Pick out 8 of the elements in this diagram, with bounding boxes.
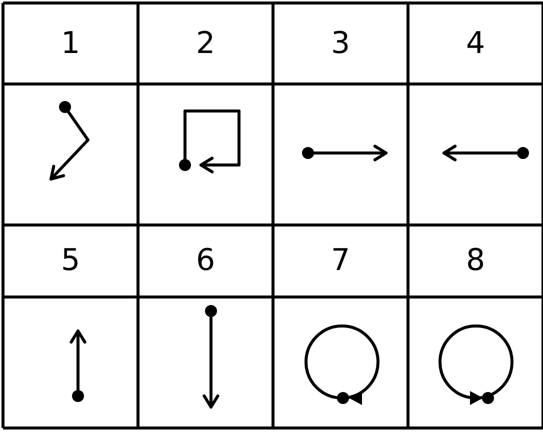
column-number: 4 <box>464 26 486 62</box>
column-number: 2 <box>194 26 216 62</box>
column-number: 8 <box>464 243 486 279</box>
column-number: 1 <box>60 26 82 62</box>
column-number: 6 <box>194 243 216 279</box>
column-number: 3 <box>330 26 352 62</box>
column-number: 7 <box>330 243 352 279</box>
column-number: 5 <box>60 243 82 279</box>
